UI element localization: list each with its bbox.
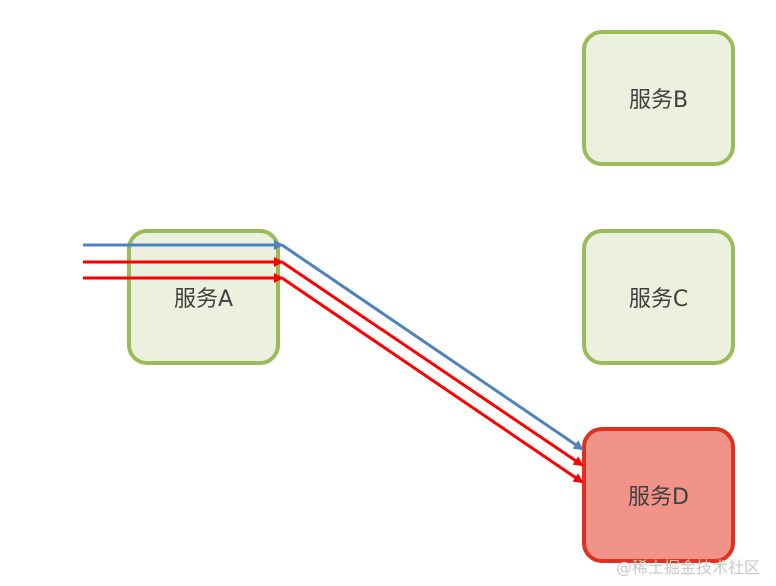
arrow-red-1-out <box>281 260 584 467</box>
service-a-box: 服务A <box>127 229 280 365</box>
service-d-label: 服务D <box>628 485 689 510</box>
service-b-box: 服务B <box>582 30 735 166</box>
service-d-box: 服务D <box>582 427 735 563</box>
arrow-blue-out <box>281 243 584 451</box>
watermark: @稀土掘金技术社区 <box>615 558 760 577</box>
arrow-red-2-out <box>281 276 584 484</box>
service-b-label: 服务B <box>628 88 689 113</box>
service-c-label: 服务C <box>628 287 689 312</box>
service-c-box: 服务C <box>582 229 735 365</box>
service-a-label: 服务A <box>173 287 234 312</box>
